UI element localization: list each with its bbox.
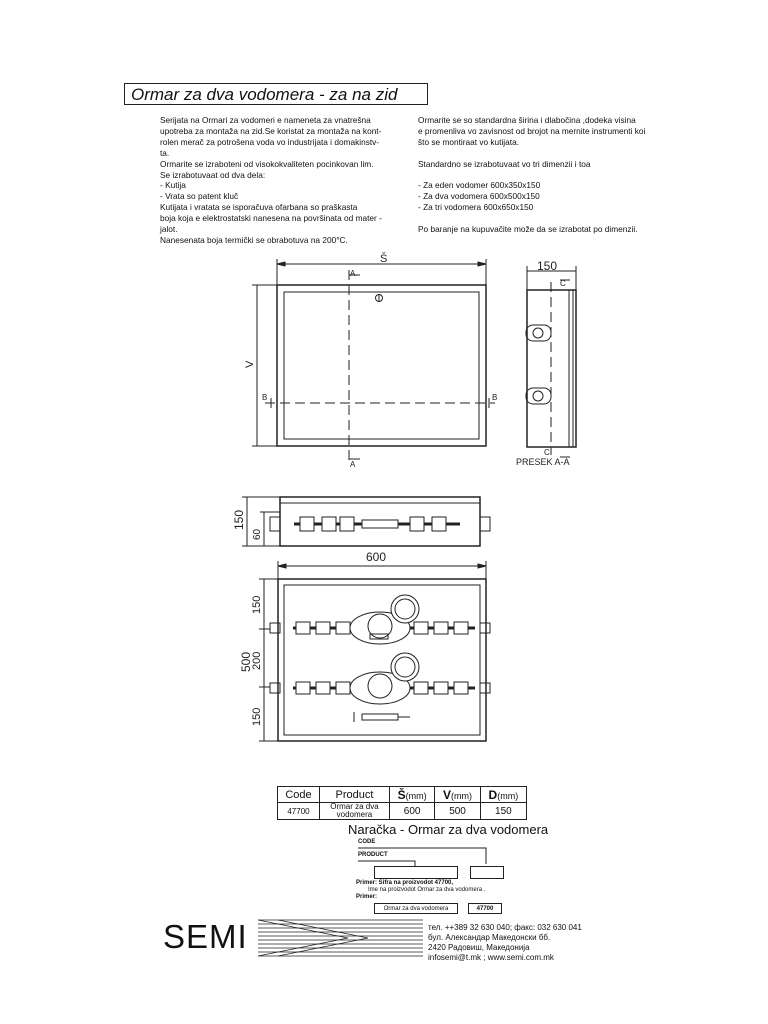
product-label: PRODUCT (358, 852, 388, 858)
contact-city: 2420 Радовиш, Македонија (428, 943, 530, 952)
plan-seg-bottom-label: 150 (251, 708, 263, 726)
header-code: Code (277, 786, 320, 803)
description-right: Ormarite se so standardna širina i dlabo… (418, 115, 645, 235)
side-depth-label: 150 (537, 259, 557, 273)
primer-line-2: Ime na proizvodot Ormar za dva vodomera … (368, 887, 486, 893)
example-code: 47700 (476, 906, 494, 912)
left-line: Ormarite se izraboteni od visokokvalitet… (160, 158, 374, 169)
header-width-unit: (mm) (405, 790, 427, 801)
plan-seg-mid-label: 200 (251, 652, 263, 670)
order-title: Naračka - Ormar za dva vodomera (348, 822, 549, 837)
contact-info: тел. ++389 32 630 040; факс: 032 630 041… (428, 923, 582, 963)
company-logo: SEMI (163, 918, 248, 955)
right-line: što se montiraat vo kutijata. (418, 136, 519, 147)
section-caption: PRESEK A-A (516, 457, 570, 467)
cell-code: 47700 (277, 802, 320, 820)
width-label: Š (380, 252, 387, 265)
contact-phone: тел. ++389 32 630 040; факс: 032 630 041 (428, 923, 582, 932)
left-line: boja koja e elektrostatski nanesena na p… (160, 213, 382, 224)
contact-email: infosemi@t.mk ; www.semi.com.mk (428, 953, 554, 962)
page-title: Ormar za dva vodomera - za na zid (124, 83, 428, 105)
table-header-row: Code Product Š(mm) V(mm) D(mm) (277, 786, 528, 803)
section-b-right: B (492, 393, 497, 402)
left-line: Serijata na Ormari za vodomeri e namenet… (160, 115, 371, 125)
header-height-unit: (mm) (451, 790, 473, 801)
description-left: Serijata na Ormari za vodomeri e namenet… (160, 115, 382, 246)
right-line: - Za dva vodomera 600x500x150 (418, 191, 540, 202)
top-inner-label: 60 (252, 528, 263, 540)
cell-depth: 150 (479, 802, 528, 820)
cell-product-line2: vodomera (336, 810, 373, 819)
front-view (252, 259, 495, 462)
header-width: Š(mm) (388, 786, 436, 803)
code-label: CODE (358, 839, 376, 845)
cell-width: 600 (388, 802, 436, 820)
left-line: - Kutija (160, 180, 186, 191)
height-label: V (244, 360, 256, 368)
right-line: Po baranje na kupuvačite može da se izra… (418, 224, 638, 235)
order-connector-lines (358, 847, 487, 867)
primer-line-3: Primer: (356, 894, 378, 900)
left-line: Kutijata i vratata se isporačuva ofarban… (160, 202, 358, 213)
plan-height-label: 500 (239, 652, 253, 672)
header-depth: D(mm) (479, 786, 528, 803)
left-line: ta. (160, 147, 170, 158)
example-code-box: 47700 (468, 903, 502, 914)
section-c-top: C (560, 279, 566, 288)
cell-height: 500 (434, 802, 481, 820)
right-line: e promenliva vo zavisnost od brojot na m… (418, 125, 646, 136)
plan-width-label: 600 (366, 550, 386, 564)
logo-stripes (258, 919, 423, 957)
section-c-bottom: C (544, 448, 550, 457)
left-line: Se izrabotuvaat od dva dela: (160, 169, 266, 180)
left-line: jalot. (160, 224, 178, 235)
header-product: Product (318, 786, 390, 803)
right-line: Ormarite se so standardna širina i dlabo… (418, 115, 636, 125)
top-view (242, 496, 491, 547)
left-line: upotreba za montaža na zid.Se koristat z… (160, 125, 382, 136)
section-a-top: A (350, 269, 356, 278)
primer-line-1: Primer: Šifra na proizvodot 47700, (356, 880, 454, 886)
product-field[interactable] (374, 866, 458, 879)
plan-seg-top-label: 150 (251, 596, 263, 614)
left-line: rolen merač za potrošena voda vo industr… (160, 136, 380, 147)
contact-address: бул. Александар Македонски бб. (428, 933, 551, 942)
right-line: Standardno se izrabotuvaat vo tri dimenz… (418, 158, 591, 169)
code-field[interactable] (470, 866, 504, 879)
right-line: - Za tri vodomera 600x650x150 (418, 202, 534, 213)
section-b-left: B (262, 393, 267, 402)
section-a-bottom: A (350, 460, 356, 469)
plan-view (259, 561, 491, 742)
top-depth-label: 150 (232, 510, 246, 530)
side-view (525, 266, 577, 458)
left-line: - Vrata so patent kluč (160, 191, 239, 202)
example-product-box: Ormar za dva vodomera (374, 903, 458, 914)
header-height-letter: V (443, 787, 452, 802)
header-depth-letter: D (488, 787, 498, 802)
cell-product-line1: Ormar za dva (330, 802, 379, 811)
left-line: Nanesenata boja termički se obrabotuva n… (160, 234, 348, 245)
spec-table: Code Product Š(mm) V(mm) D(mm) 47700 Orm… (277, 786, 528, 820)
header-depth-unit: (mm) (497, 790, 519, 801)
right-line: - Za eden vodomer 600x350x150 (418, 180, 541, 191)
header-width-letter: Š (397, 787, 406, 802)
header-height: V(mm) (434, 786, 481, 803)
example-product: Ormar za dva vodomera (383, 906, 449, 912)
